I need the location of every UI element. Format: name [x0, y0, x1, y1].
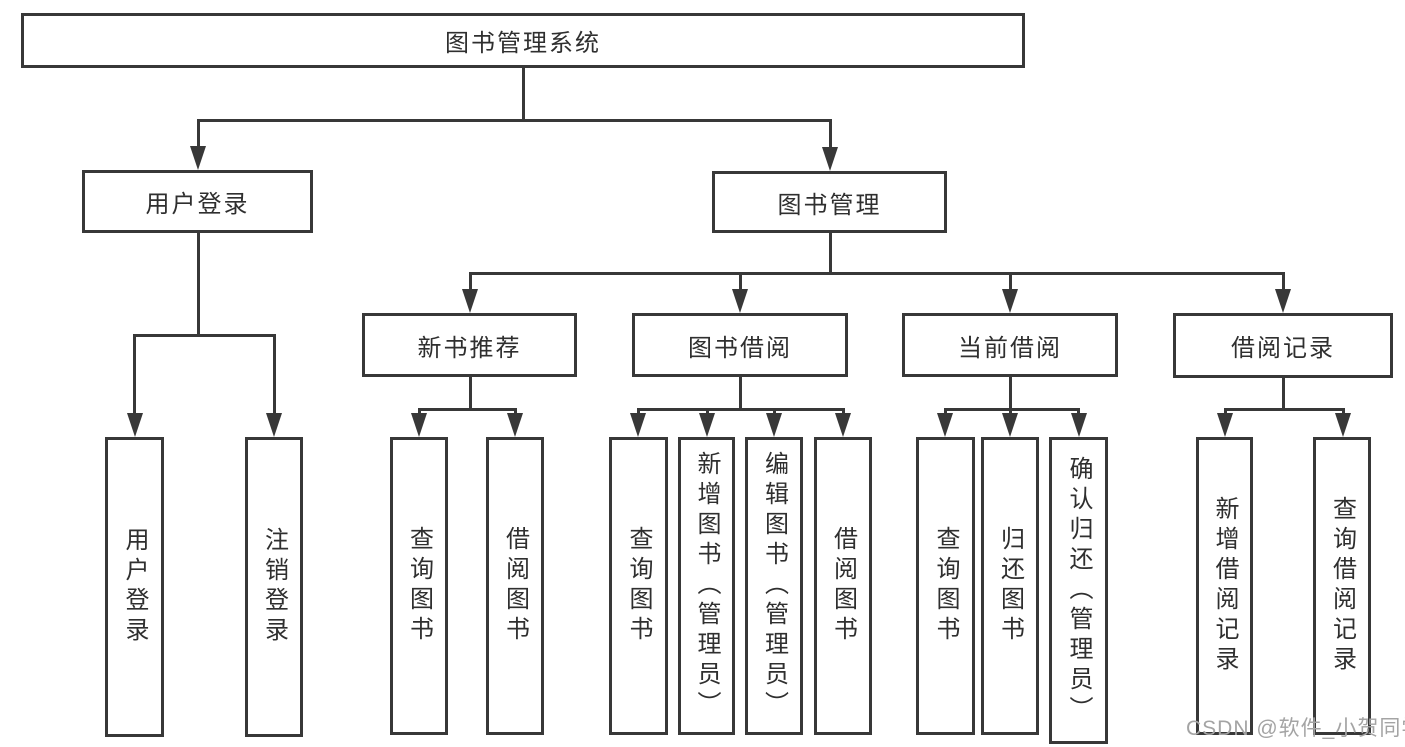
connector-vline: [468, 272, 472, 289]
arrow-down-icon: [766, 413, 782, 437]
connector-hline: [943, 408, 1080, 411]
arrow-down-icon: [1070, 413, 1087, 437]
leaf-add-book-admin: 新增图书（管理员）: [678, 437, 735, 735]
arrow-down-icon: [630, 413, 646, 437]
connector-hline: [133, 334, 276, 337]
leaf-borrow-books-borrowing: 借阅图书: [814, 437, 872, 735]
leaf-add-borrow-record: 新增借阅记录: [1196, 437, 1253, 735]
connector-vline: [272, 334, 276, 413]
arrow-down-icon: [190, 146, 206, 170]
leaf-edit-book-admin: 编辑图书（管理员）: [745, 437, 803, 735]
connector-hline: [468, 272, 1285, 275]
arrow-down-icon: [266, 413, 282, 437]
leaf-query-books-recommend: 查询图书: [390, 437, 448, 735]
leaf-query-books-borrowing: 查询图书: [609, 437, 668, 735]
arrow-down-icon: [462, 289, 478, 313]
watermark-text: CSDN @软件_小贺同学: [1186, 717, 1405, 740]
arrow-down-icon: [1275, 289, 1291, 313]
node-current-borrowing: 当前借阅: [902, 313, 1118, 377]
connector-vline: [1281, 377, 1285, 408]
connector-hline: [636, 408, 845, 411]
arrow-down-icon: [1002, 413, 1018, 437]
connector-vline: [513, 408, 517, 413]
leaf-borrow-books-recommend: 借阅图书: [486, 437, 544, 735]
arrow-down-icon: [937, 413, 953, 437]
connector-vline: [841, 408, 845, 413]
connector-vline: [468, 377, 472, 408]
connector-vline: [521, 68, 525, 119]
leaf-query-books-current: 查询图书: [916, 437, 975, 735]
connector-vline: [417, 408, 421, 413]
node-library-system: 图书管理系统: [21, 13, 1025, 68]
connector-hline: [417, 408, 517, 411]
leaf-return-books: 归还图书: [981, 437, 1039, 735]
leaf-confirm-return-admin: 确认归还（管理员）: [1049, 437, 1108, 744]
connector-vline: [196, 233, 200, 334]
arrow-down-icon: [1217, 413, 1233, 437]
connector-vline: [1077, 408, 1080, 413]
arrow-down-icon: [699, 413, 715, 437]
node-book-borrowing: 图书借阅: [632, 313, 848, 377]
connector-vline: [738, 377, 742, 408]
connector-vline: [705, 408, 709, 413]
arrow-down-icon: [732, 289, 748, 313]
connector-hline: [196, 119, 832, 122]
connector-vline: [1341, 408, 1345, 413]
node-borrow-records: 借阅记录: [1173, 313, 1393, 378]
arrow-down-icon: [1002, 289, 1018, 313]
leaf-user-login: 用户登录: [105, 437, 164, 737]
leaf-query-borrow-record: 查询借阅记录: [1313, 437, 1371, 735]
connector-vline: [196, 119, 200, 146]
connector-vline: [1281, 272, 1285, 289]
connector-vline: [1223, 408, 1227, 413]
connector-vline: [133, 334, 136, 413]
connector-vline: [1008, 272, 1012, 289]
node-new-book-recommend: 新书推荐: [362, 313, 577, 377]
arrow-down-icon: [822, 147, 838, 171]
arrow-down-icon: [835, 413, 851, 437]
node-user-login: 用户登录: [82, 170, 313, 233]
connector-hline: [1223, 408, 1345, 411]
connector-vline: [1008, 377, 1012, 408]
connector-vline: [828, 233, 832, 272]
arrow-down-icon: [1335, 413, 1351, 437]
connector-vline: [943, 408, 947, 413]
leaf-logout: 注销登录: [245, 437, 303, 737]
connector-vline: [772, 408, 776, 413]
connector-vline: [828, 119, 832, 147]
connector-vline: [1008, 408, 1012, 413]
connector-vline: [738, 272, 742, 289]
arrow-down-icon: [411, 413, 427, 437]
connector-vline: [636, 408, 640, 413]
arrow-down-icon: [126, 413, 143, 437]
arrow-down-icon: [507, 413, 523, 437]
node-book-management: 图书管理: [712, 171, 947, 233]
